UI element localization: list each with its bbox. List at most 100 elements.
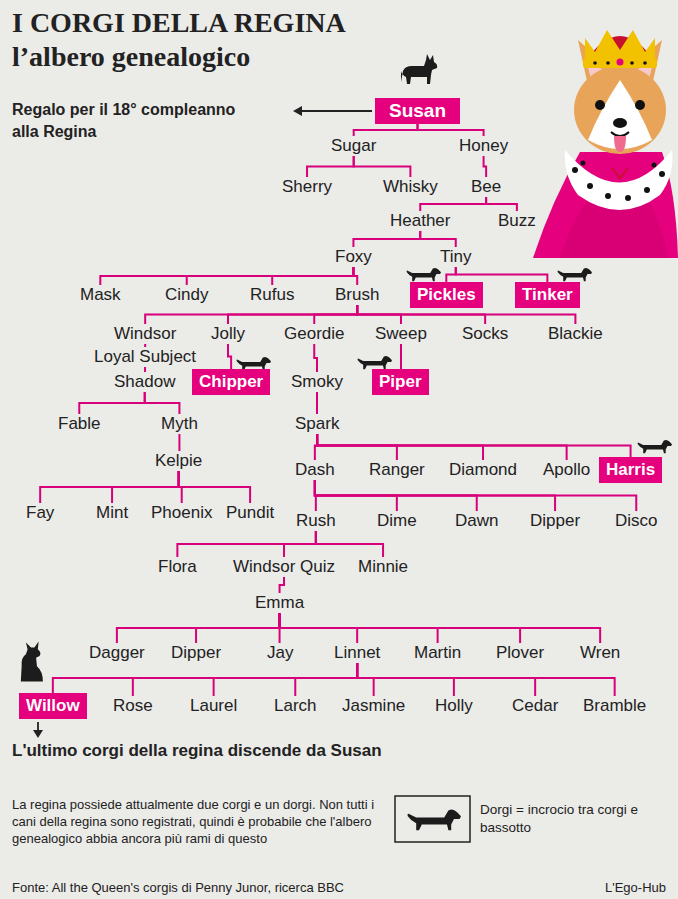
dog-name: Buzz [495, 211, 539, 231]
lineage-line [79, 392, 144, 414]
dog-name: Dawn [452, 511, 501, 531]
lineage-line [486, 197, 517, 211]
dog-name-text: Diamond [449, 460, 517, 479]
dog-name: Windsor Quiz [230, 557, 338, 577]
lineage-line [112, 471, 179, 503]
lineage-line [214, 663, 358, 696]
dog-name-text: Smoky [291, 372, 343, 391]
lineage-line [316, 392, 318, 414]
dog-name: Cedar [509, 696, 561, 716]
dog-name: Plover [493, 643, 547, 663]
legend-dorgi-icon [407, 809, 461, 830]
dog-name-text: Cindy [165, 285, 208, 304]
dog-name: Brush [332, 285, 382, 305]
dog-name: Kelpie [152, 451, 205, 471]
source-note: Fonte: All the Queen's corgis di Penny J… [12, 880, 344, 896]
lineage-line [354, 124, 418, 136]
dog-name-text: Spark [295, 414, 339, 433]
dog-name: Laurel [187, 696, 240, 716]
lineage-line [484, 156, 487, 177]
dog-name: Dash [292, 460, 338, 480]
lineage-line [100, 267, 353, 285]
dog-name-text: Willow [26, 696, 80, 715]
dorgi-icon [638, 440, 672, 453]
dog-name: Wren [577, 643, 623, 663]
connector-layer [40, 124, 636, 696]
dog-name: Mint [93, 503, 131, 523]
dog-name: Holly [432, 696, 476, 716]
dog-name-text: Windsor [114, 324, 176, 343]
lineage-line [317, 434, 630, 457]
dog-name: Spark [292, 414, 342, 434]
dog-name-text: Tiny [440, 247, 472, 266]
lineage-line [317, 434, 566, 460]
dog-name-text: Phoenix [151, 503, 212, 522]
dog-name: Fay [23, 503, 57, 523]
dog-name: Jasmine [339, 696, 408, 716]
lineage-line [317, 434, 483, 460]
dog-name-text: Shadow [114, 372, 175, 391]
royal-corgi-illustration [533, 30, 678, 258]
dog-name-text: Whisky [383, 177, 438, 196]
dog-name: Socks [459, 324, 511, 344]
dog-name: Phoenix [148, 503, 215, 523]
dog-name-text: Blackie [548, 324, 603, 343]
title: I CORGI DELLA REGINA [12, 6, 346, 40]
dog-name-text: Dipper [171, 643, 221, 662]
dog-name-text: Honey [459, 136, 508, 155]
dog-name: Honey [456, 136, 511, 156]
dog-name-text: Sweep [375, 324, 427, 343]
dog-name: Larch [271, 696, 320, 716]
lineage-line [40, 471, 178, 503]
dog-name: Bramble [580, 696, 649, 716]
dog-name: Martin [411, 643, 464, 663]
lineage-line [280, 577, 284, 593]
dog-name: Emma [252, 593, 307, 613]
dog-name: Smoky [288, 372, 346, 392]
arrow-head [293, 106, 302, 116]
lineage-line [307, 156, 354, 177]
dog-name-text: Cedar [512, 696, 558, 715]
dorgi-highlight-box: Harris [599, 457, 662, 483]
dog-name-text: Jolly [211, 324, 245, 343]
dog-name-text: Dagger [89, 643, 145, 662]
dorgi-highlight-box: Willow [19, 693, 87, 719]
lineage-line [418, 124, 484, 136]
dog-name-text: Mint [96, 503, 128, 522]
lineage-line [179, 471, 250, 503]
lineage-line [400, 344, 402, 369]
dog-name-text: Ranger [369, 460, 425, 479]
dog-name-text: Dawn [455, 511, 498, 530]
lineage-line [117, 613, 280, 643]
lineage-line [295, 663, 357, 696]
lineage-line [187, 267, 354, 285]
dorgi-highlight-box: Susan [375, 98, 460, 124]
lineage-line [446, 267, 455, 282]
dog-name-text: Loyal Subject [94, 347, 196, 366]
lineage-line [144, 344, 146, 347]
dog-name-text: Jasmine [342, 696, 405, 715]
gift-note: Regalo per il 18° compleanno alla Regina [12, 99, 262, 143]
lineage-line [314, 344, 317, 372]
lineage-line [196, 613, 280, 643]
dog-name-text: Buzz [498, 211, 536, 230]
dog-name-text: Foxy [335, 247, 372, 266]
dorgi-icon [558, 268, 592, 281]
dog-name: Jolly [208, 324, 248, 344]
dog-name-text: Sugar [331, 136, 376, 155]
dog-name-text: Windsor Quiz [233, 557, 335, 576]
lineage-line [353, 267, 357, 285]
dog-name: Whisky [380, 177, 441, 197]
leader-arrow [37, 722, 39, 731]
dog-name-text: Socks [462, 324, 508, 343]
subtitle: l’albero genealogico [12, 40, 250, 74]
legend-frame [395, 796, 470, 842]
dorgi-icon [358, 356, 392, 369]
dog-name: Rose [110, 696, 156, 716]
dog-name-text: Mask [80, 285, 121, 304]
dog-name-text: Kelpie [155, 451, 202, 470]
leader-arrow [300, 110, 372, 112]
dog-name: Windsor [111, 324, 179, 344]
dog-name-text: Dipper [530, 511, 580, 530]
dog-name: Dime [374, 511, 420, 531]
